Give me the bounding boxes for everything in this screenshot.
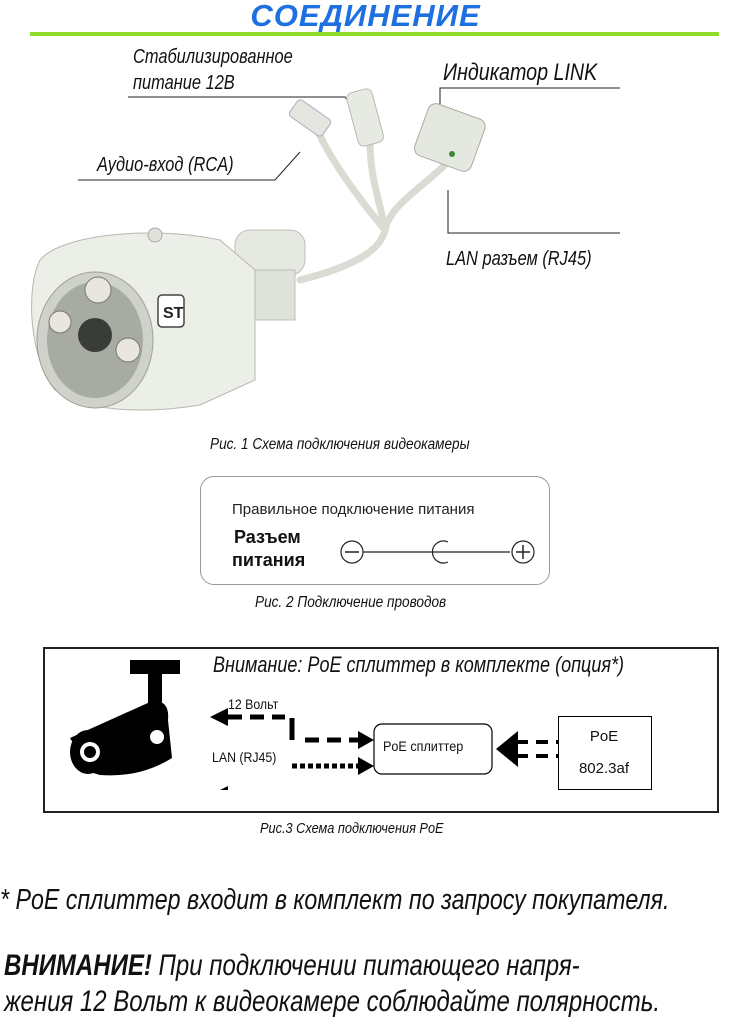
- rca-connector: [288, 99, 332, 137]
- arrow-left-icon: [210, 708, 228, 726]
- warning-text-line2: жения 12 Вольт к видеокамере соблюдайте …: [4, 985, 661, 1018]
- power-label-line2: питание 12В: [133, 72, 235, 94]
- camera-connection-illustration: ST: [31, 87, 620, 411]
- page-title: СОЕДИНЕНИЕ: [250, 0, 481, 33]
- arrow-left-icon: [220, 786, 228, 790]
- link-indicator-label: Индикатор LINK: [443, 59, 598, 86]
- figure1-caption: Рис. 1 Схема подключения видеокамеры: [210, 436, 470, 453]
- warning-line1: ВНИМАНИЕ! При подключении питающего напр…: [4, 948, 580, 984]
- poe-diagram-box: [43, 647, 719, 813]
- poe-splitter-box: [373, 723, 493, 775]
- title-divider: [30, 32, 719, 36]
- camera-silhouette-icon: [70, 660, 180, 776]
- warning-label: ВНИМАНИЕ!: [4, 949, 152, 982]
- audio-input-label: Аудио-вход (RCA): [97, 154, 234, 176]
- arrow-right-icon: [358, 757, 374, 775]
- figure2-caption: Рис. 2 Подключение проводов: [255, 594, 447, 611]
- cables: [296, 121, 454, 284]
- polarity-diagram: [340, 540, 535, 564]
- lan-leader-line: [447, 190, 620, 234]
- power-leader-line: [128, 96, 373, 133]
- rj45-connector: [413, 103, 486, 172]
- connector-label-line2: питания: [232, 550, 306, 570]
- figure3-caption: Рис.3 Схема подключения PoE: [260, 820, 444, 837]
- footnote: * PoE сплиттер входит в комплект по запр…: [0, 884, 670, 916]
- power-label-line1: Стабилизированное: [133, 46, 293, 68]
- center-pin-icon: [431, 540, 449, 564]
- arrow-right-icon: [358, 731, 374, 749]
- arrow-left-icon: [496, 731, 518, 767]
- minus-terminal-icon: [340, 540, 364, 564]
- poe-switch-label-line1: PoE: [589, 728, 619, 745]
- volt-label: 12 Вольт: [228, 696, 279, 712]
- power-polarity-box: [200, 476, 550, 585]
- dc-power-connector: [346, 88, 384, 147]
- audio-leader-line: [78, 151, 301, 181]
- power-dashed-line: [228, 714, 360, 743]
- brand-logo: ST: [163, 305, 184, 322]
- poe-switch-box: [558, 716, 652, 790]
- poe-switch-label-line2: 802.3af: [578, 760, 630, 777]
- link-led-icon: [449, 151, 455, 157]
- warning-text-line1: При подключении питающего напря-: [151, 949, 580, 982]
- connector-label-line1: Разъем: [234, 527, 301, 547]
- poe-splitter-label: PoE сплиттер: [383, 738, 464, 754]
- poe-notice: Внимание: PoE сплиттер в комплекте (опци…: [213, 652, 625, 677]
- plus-terminal-icon: [511, 540, 535, 564]
- poe-diagram-graphics: [70, 660, 612, 790]
- lan-dotted-line: [292, 763, 358, 769]
- lan-label: LAN (RJ45): [212, 749, 277, 765]
- lan-connector-label: LAN разъем (RJ45): [446, 248, 592, 270]
- camera-body: [31, 227, 256, 411]
- polarity-heading: Правильное подключение питания: [232, 501, 475, 518]
- lens-icon: [78, 318, 112, 352]
